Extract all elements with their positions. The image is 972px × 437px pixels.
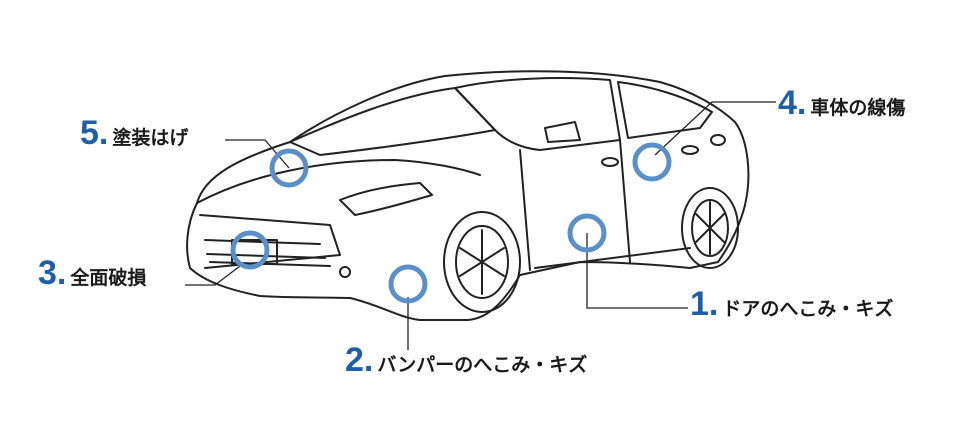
car-rear-wheel bbox=[681, 187, 739, 269]
leader-line-5 bbox=[225, 139, 290, 169]
leader-lines bbox=[185, 101, 776, 350]
callout-5-number: 5. bbox=[80, 114, 109, 152]
leader-line-4 bbox=[654, 101, 776, 156]
marker-body-scratch bbox=[632, 142, 672, 182]
callout-4: 4. 車体の線傷 bbox=[778, 86, 905, 120]
callout-4-text: 車体の線傷 bbox=[810, 97, 906, 119]
car-headlight bbox=[339, 182, 433, 216]
car-body-outline bbox=[186, 70, 750, 321]
damage-markers bbox=[230, 142, 672, 304]
car-door-line bbox=[519, 139, 631, 271]
marker-front-damage bbox=[230, 230, 270, 270]
callout-5-text: 塗装はげ bbox=[112, 127, 189, 149]
leader-line-1 bbox=[586, 233, 688, 309]
car-window-rear bbox=[617, 81, 713, 139]
car-mirror bbox=[544, 121, 581, 143]
car-front-grille bbox=[199, 214, 341, 269]
car-front-wheel bbox=[443, 211, 521, 313]
callout-5: 5. 塗装はげ bbox=[80, 116, 188, 150]
callout-2: 2. バンパーのへこみ・キズ bbox=[345, 343, 587, 377]
callout-3-text: 全面破損 bbox=[70, 267, 147, 289]
callout-3: 3. 全面破損 bbox=[38, 256, 146, 290]
marker-bumper-dent bbox=[388, 264, 428, 304]
car-hood-line bbox=[196, 159, 481, 204]
callout-1-text: ドアのへこみ・キズ bbox=[722, 298, 894, 320]
callout-1-number: 1. bbox=[690, 285, 719, 323]
marker-paint-peel bbox=[269, 148, 309, 188]
callout-3-number: 3. bbox=[38, 254, 67, 292]
callout-2-number: 2. bbox=[345, 341, 374, 379]
callout-2-text: バンパーのへこみ・キズ bbox=[377, 354, 588, 376]
car-sill bbox=[534, 247, 691, 269]
car-illustration bbox=[186, 70, 750, 321]
callout-1: 1. ドアのへこみ・キズ bbox=[690, 287, 893, 321]
car-windshield bbox=[289, 87, 496, 156]
callout-4-number: 4. bbox=[778, 84, 807, 122]
car-window-front bbox=[454, 77, 621, 151]
leader-line-3 bbox=[185, 265, 241, 286]
marker-door-dent bbox=[567, 213, 607, 253]
